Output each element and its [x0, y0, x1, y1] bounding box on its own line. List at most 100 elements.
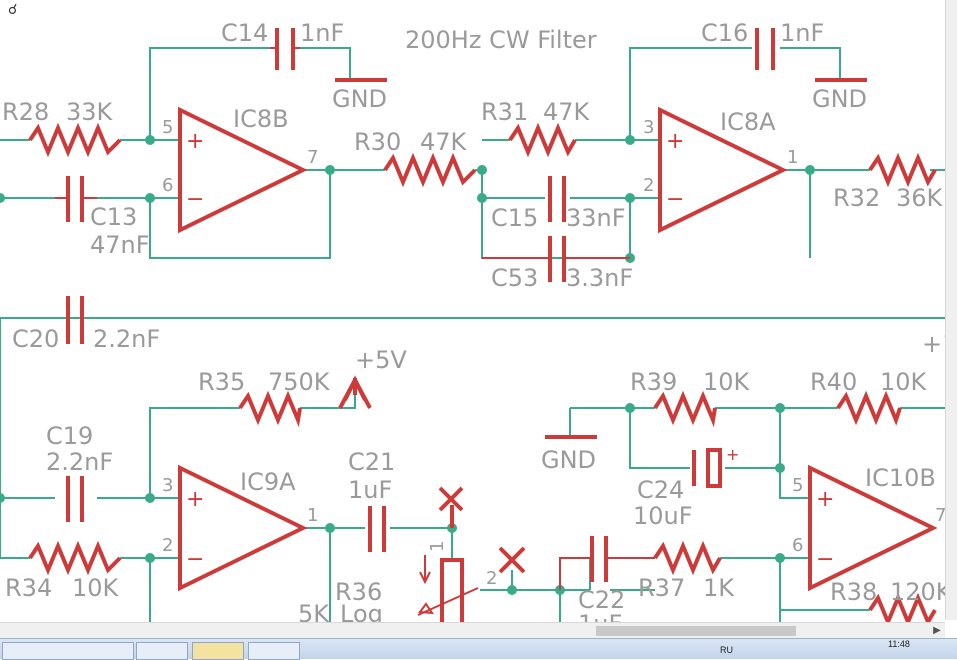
svg-text:1nF: 1nF: [780, 19, 824, 47]
capacitor-c13[interactable]: C13 47nF: [55, 176, 150, 259]
svg-text:1K: 1K: [703, 574, 735, 602]
svg-text:IC8B: IC8B: [233, 105, 289, 133]
gnd-symbol-3: GND: [541, 435, 597, 474]
svg-text:6: 6: [162, 175, 173, 196]
svg-text:+: +: [666, 129, 684, 154]
svg-text:R40: R40: [810, 368, 857, 396]
svg-text:10K: 10K: [880, 368, 928, 396]
zoom-icon[interactable]: ☌: [8, 2, 18, 18]
page-title: 200Hz CW Filter: [405, 26, 597, 54]
opamp-ic10b[interactable]: + − IC10B 5 6 7: [792, 464, 946, 592]
svg-text:GND: GND: [541, 446, 596, 474]
resistor-r39[interactable]: R39 10K: [630, 368, 751, 428]
resistor-r37[interactable]: R37 1K: [638, 540, 735, 602]
svg-text:36K: 36K: [896, 184, 944, 212]
scroll-right-arrow-icon[interactable]: ▶: [933, 625, 941, 636]
resistor-r32[interactable]: R32 36K: [833, 152, 944, 212]
resistor-r34[interactable]: R34 10K: [5, 540, 122, 602]
svg-text:+5V: +5V: [355, 346, 407, 374]
taskbar: RU 11:48: [0, 638, 957, 660]
svg-text:3: 3: [643, 117, 654, 138]
resistor-r31[interactable]: R31 47K: [481, 98, 591, 158]
svg-text:C19: C19: [46, 422, 93, 450]
capacitor-c53[interactable]: C53 3.3nF: [482, 236, 633, 292]
svg-text:1: 1: [427, 541, 448, 552]
svg-text:GND: GND: [332, 85, 387, 113]
gnd-symbol-1: GND: [332, 78, 387, 113]
svg-text:+: +: [816, 487, 834, 512]
app-icon[interactable]: [248, 642, 300, 660]
capacitor-c15[interactable]: C15 33nF: [491, 176, 626, 232]
svg-text:1uF: 1uF: [348, 476, 392, 504]
svg-text:3.3nF: 3.3nF: [566, 264, 633, 292]
svg-text:R28: R28: [2, 98, 49, 126]
svg-text:IC9A: IC9A: [240, 468, 296, 496]
svg-text:6: 6: [792, 535, 803, 556]
no-connect-marker: [498, 546, 526, 574]
svg-text:5: 5: [792, 475, 803, 496]
svg-text:R37: R37: [638, 574, 685, 602]
svg-text:C53: C53: [491, 264, 538, 292]
resistor-r38[interactable]: R38 120K: [830, 578, 953, 628]
supply-5v: +5V: [338, 346, 407, 409]
svg-text:1nF: 1nF: [300, 19, 344, 47]
taskbar-button-1[interactable]: [2, 642, 134, 660]
svg-text:C22: C22: [578, 586, 625, 614]
resistor-r28[interactable]: R28 33K: [2, 98, 122, 158]
svg-text:33nF: 33nF: [566, 204, 626, 232]
capacitor-c19[interactable]: C19 2.2nF: [46, 422, 113, 522]
scroll-thumb[interactable]: [596, 626, 796, 636]
vertical-scrollbar[interactable]: [945, 0, 957, 620]
svg-text:R30: R30: [354, 128, 401, 156]
svg-text:2: 2: [162, 535, 173, 556]
svg-text:R36: R36: [335, 578, 382, 606]
opamp-ic9a[interactable]: + − IC9A 3 2 1: [162, 464, 318, 592]
svg-text:10K: 10K: [703, 368, 751, 396]
opamp-ic8a[interactable]: + − IC8A 3 2 1: [643, 106, 798, 234]
svg-text:47K: 47K: [543, 98, 591, 126]
resistor-r35[interactable]: R35 750K: [198, 368, 331, 428]
svg-text:47nF: 47nF: [90, 231, 150, 259]
svg-text:R32: R32: [833, 184, 880, 212]
svg-text:IC8A: IC8A: [720, 108, 776, 136]
svg-text:−: −: [186, 187, 204, 212]
capacitor-c24[interactable]: + C24 10uF: [633, 445, 739, 530]
clock[interactable]: 11:48: [888, 639, 910, 649]
svg-text:C21: C21: [348, 448, 395, 476]
svg-text:−: −: [186, 547, 204, 572]
svg-text:−: −: [816, 547, 834, 572]
svg-text:2: 2: [643, 175, 654, 196]
capacitor-c20[interactable]: C20 2.2nF: [12, 296, 160, 353]
svg-text:7: 7: [935, 505, 946, 526]
resistor-r30[interactable]: R30 47K: [354, 128, 477, 188]
capacitor-c14[interactable]: C14 1nF: [221, 19, 344, 70]
horizontal-scrollbar[interactable]: ▶: [0, 622, 945, 639]
svg-text:R35: R35: [198, 368, 245, 396]
svg-text:2: 2: [486, 568, 497, 589]
svg-text:47K: 47K: [420, 128, 468, 156]
svg-text:1: 1: [307, 505, 318, 526]
svg-text:750K: 750K: [268, 368, 331, 396]
potentiometer-r36[interactable]: R36 5K Log 1 2: [298, 486, 497, 628]
svg-text:3: 3: [162, 475, 173, 496]
language-indicator[interactable]: RU: [720, 645, 733, 655]
svg-text:R34: R34: [5, 574, 52, 602]
folder-icon[interactable]: [192, 642, 244, 660]
svg-text:GND: GND: [812, 85, 867, 113]
capacitor-c16[interactable]: C16 1nF: [701, 19, 824, 70]
opamp-ic8b[interactable]: + − IC8B 5 6 7: [162, 105, 318, 234]
svg-text:10K: 10K: [72, 574, 120, 602]
svg-text:33K: 33K: [66, 98, 114, 126]
resistor-r40[interactable]: R40 10K: [810, 368, 928, 426]
svg-text:C20: C20: [12, 325, 59, 353]
svg-text:C14: C14: [221, 19, 268, 47]
capacitor-c21[interactable]: C21 1uF: [348, 448, 395, 552]
svg-text:R38: R38: [830, 578, 877, 606]
taskbar-button-2[interactable]: [136, 642, 188, 660]
svg-text:R31: R31: [481, 98, 528, 126]
svg-text:2.2nF: 2.2nF: [93, 325, 160, 353]
svg-text:C13: C13: [90, 203, 137, 231]
svg-text:C15: C15: [491, 204, 538, 232]
svg-text:7: 7: [307, 147, 318, 168]
